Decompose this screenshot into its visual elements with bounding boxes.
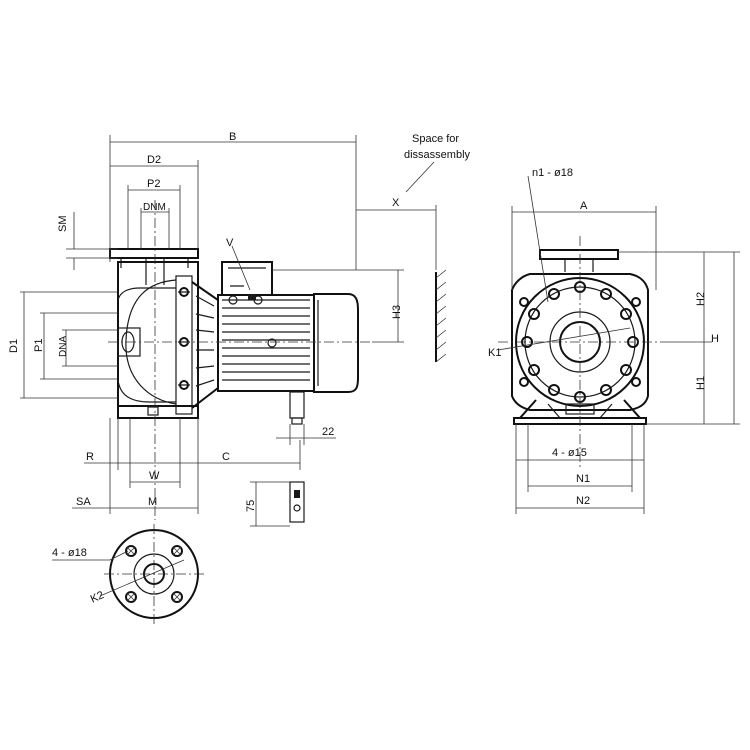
- label-w: W: [149, 470, 160, 482]
- label-p2: P2: [147, 178, 160, 190]
- volute-curve: [125, 279, 177, 405]
- label-22: 22: [322, 426, 334, 438]
- casing-flange: [175, 275, 193, 415]
- label-b: B: [229, 131, 236, 143]
- terminal-box: [221, 261, 273, 296]
- space-text-line2: dissassembly: [404, 149, 471, 161]
- label-n1-18: n1 - ø18: [532, 167, 573, 179]
- front-discharge-flange: [539, 249, 619, 260]
- label-k1: K1: [488, 347, 501, 359]
- label-dnm: DNM: [143, 202, 166, 213]
- label-h1: H1: [695, 376, 707, 390]
- label-dna: DNA: [58, 336, 69, 357]
- label-v: V: [226, 237, 234, 249]
- front-casing: [511, 273, 649, 411]
- label-n1: N1: [576, 473, 590, 485]
- motor-body: [217, 294, 315, 392]
- label-4-15: 4 - ø15: [552, 447, 587, 459]
- label-sa: SA: [76, 496, 91, 508]
- label-h2: H2: [695, 292, 707, 306]
- motor-foot: [289, 391, 305, 419]
- key-detail: [289, 481, 305, 523]
- label-m: M: [148, 496, 157, 508]
- label-a: A: [580, 200, 588, 212]
- pump-casing: [117, 261, 199, 419]
- discharge-flange: [109, 248, 199, 259]
- label-h: H: [711, 333, 719, 345]
- pump-foot: [117, 405, 199, 419]
- label-r: R: [86, 451, 94, 463]
- space-text-line1: Space for: [412, 133, 459, 145]
- front-view: A n1 - ø18 H2 H H1 K1 4 - ø15 N1 N2: [488, 167, 740, 514]
- label-d1: D1: [8, 339, 20, 353]
- label-n2: N2: [576, 495, 590, 507]
- label-75: 75: [245, 500, 257, 512]
- fan-cover: [313, 293, 359, 393]
- label-4-18: 4 - ø18: [52, 547, 87, 559]
- label-p1: P1: [33, 339, 45, 352]
- discharge-flange-view: 4 - ø18 K2: [52, 524, 206, 624]
- side-view: B D2 P2 DNM SM V H3 D1 P1 DNA 22 R C W: [8, 131, 404, 527]
- label-sm: SM: [57, 216, 69, 233]
- label-d2: D2: [147, 154, 161, 166]
- disassembly-space: Space for dissassembly X: [356, 133, 471, 363]
- label-x: X: [392, 197, 400, 209]
- label-h3: H3: [391, 305, 403, 319]
- label-c: C: [222, 451, 230, 463]
- label-k2: K2: [89, 589, 106, 605]
